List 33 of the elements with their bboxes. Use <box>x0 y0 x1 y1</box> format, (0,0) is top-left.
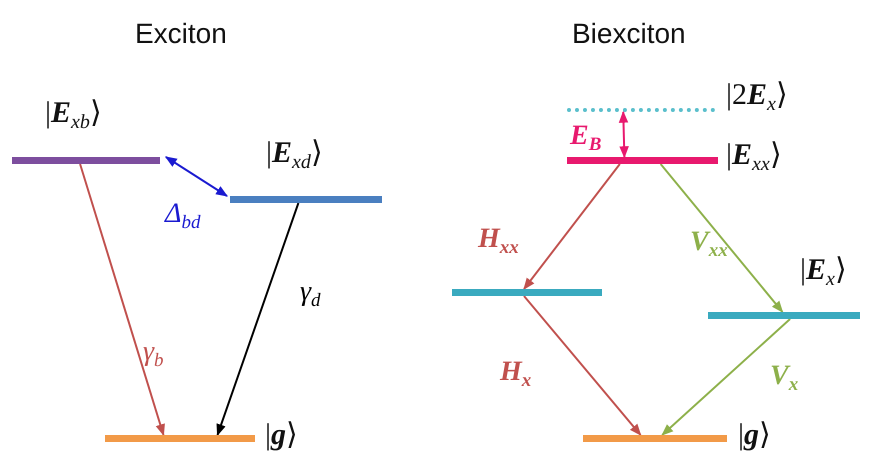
edge-label: H$_{xx}$ <box>478 225 519 253</box>
transition-arrow <box>660 163 784 313</box>
transition-arrow <box>164 156 228 197</box>
state-label: |g⟩ <box>738 420 772 450</box>
panel-title: Exciton <box>135 18 227 50</box>
state-label: |2E$_{x}$⟩ <box>726 80 788 110</box>
transition-arrow <box>523 163 621 290</box>
edge-label: V$_{xx}$ <box>690 228 728 256</box>
energy-level-bar <box>12 157 160 164</box>
state-label: |E$_{x}$⟩ <box>800 255 847 285</box>
edge-label: Δ$_{bd}$ <box>165 200 200 228</box>
edge-label: E$_{B}$ <box>570 122 602 150</box>
state-label: |E$_{xd}$⟩ <box>266 138 323 168</box>
edge-label: V$_{x}$ <box>770 362 798 390</box>
edge-label: H$_{x}$ <box>500 358 532 386</box>
energy-level-bar <box>452 289 602 296</box>
edge-label: γ$_{b}$ <box>143 338 164 366</box>
state-label: |g⟩ <box>265 420 298 450</box>
energy-level-bar <box>105 435 255 442</box>
state-label: |E$_{xx}$⟩ <box>726 140 782 170</box>
energy-level-bar <box>708 312 860 319</box>
transition-arrow <box>618 110 629 158</box>
edge-label: γ$_{d}$ <box>300 278 321 306</box>
energy-level-bar <box>583 435 727 442</box>
energy-level-bar <box>567 157 718 164</box>
energy-level-bar <box>230 196 382 203</box>
dotted-energy-level <box>567 108 715 112</box>
transition-arrow <box>661 318 791 436</box>
transition-arrow <box>523 295 642 436</box>
panel-title: Biexciton <box>572 18 686 50</box>
state-label: |E$_{xb}$⟩ <box>45 98 102 128</box>
transition-arrow <box>216 202 300 436</box>
transition-arrow <box>79 164 165 436</box>
